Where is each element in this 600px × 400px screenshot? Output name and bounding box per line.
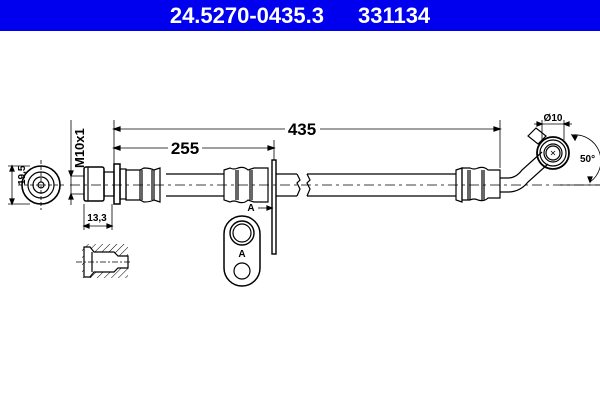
left-fitting	[83, 163, 161, 205]
section-view-label: A	[238, 249, 245, 260]
section-ref-label: A	[247, 203, 254, 214]
right-crimp	[455, 166, 501, 203]
part-number: 24.5270-0435.3	[169, 3, 324, 28]
bracket-length-label: 255	[171, 139, 199, 158]
reference-number: 331134	[357, 3, 431, 28]
banjo-eye	[527, 127, 570, 170]
fitting-width-label: 13,3	[87, 213, 107, 224]
title-bar: 24.5270-0435.3 331134	[0, 0, 600, 31]
angle-label: 50°	[580, 154, 595, 165]
end-view	[8, 160, 64, 210]
overall-length-label: 435	[288, 120, 316, 139]
port-section	[76, 244, 132, 278]
eye-diameter-label: Ø10	[544, 113, 563, 124]
thread-label: M10x1	[72, 128, 87, 168]
middle-crimp	[223, 159, 277, 255]
bracket-view-a	[223, 215, 261, 287]
end-diameter-label: 19,5	[17, 165, 28, 185]
